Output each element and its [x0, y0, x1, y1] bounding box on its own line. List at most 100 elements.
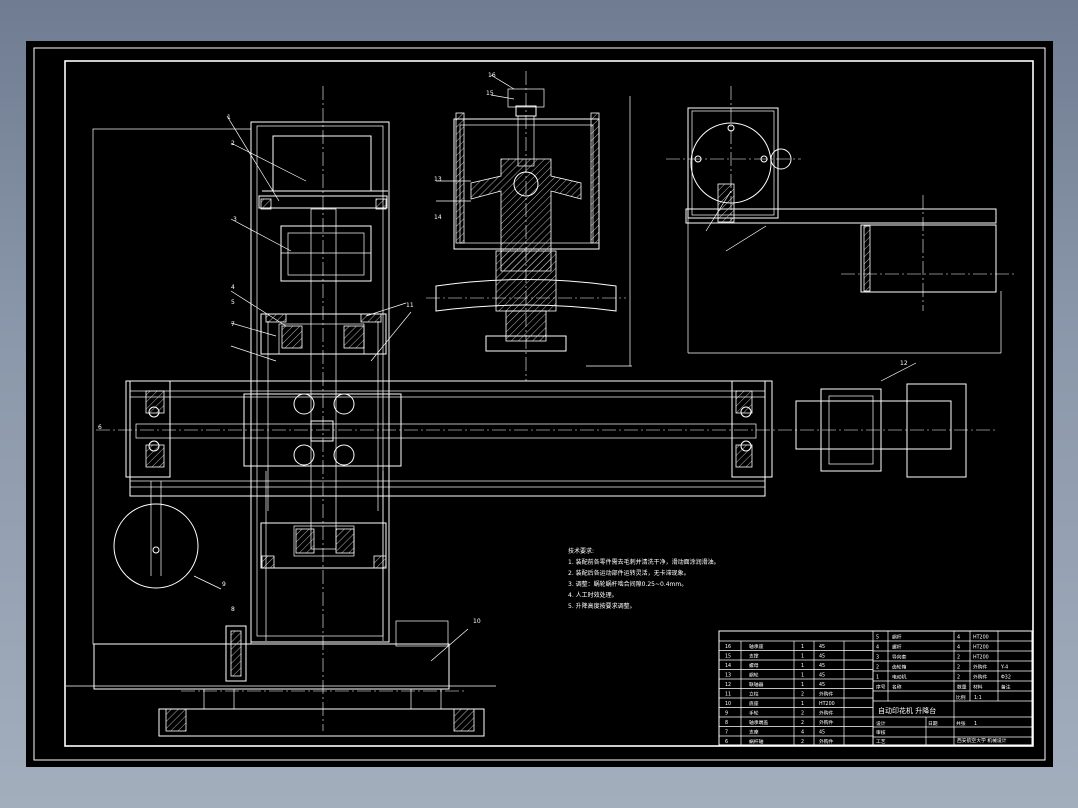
top-motor	[272, 135, 372, 192]
bom-cell-mat: HT200	[973, 635, 989, 641]
bom-cell-qty: 1	[801, 682, 804, 688]
school-name: 西安航空大学 机械设计	[957, 737, 1007, 744]
part-labels: 1 2 3 4 5 6 7 8 9 10 11 12 13 14 15 16	[98, 72, 908, 625]
bom-cell-qty: 4	[957, 635, 960, 641]
bom-cell-mat: HT200	[973, 655, 989, 661]
bom-cell-no: 3	[876, 655, 879, 661]
signature-label: 审核	[876, 729, 886, 736]
part-label: 16	[488, 72, 496, 79]
part-label: 9	[222, 581, 226, 588]
bom-cell-no: 15	[725, 654, 731, 660]
bom-cell-no: 7	[725, 730, 728, 736]
bom-cell-name: 螺杆	[892, 644, 902, 651]
bom-cell-name: 手轮	[749, 710, 759, 717]
bom-cell-name: 立柱	[749, 691, 759, 698]
part-label: 4	[231, 284, 235, 291]
bom-cell-mat: 45	[819, 644, 825, 650]
part-label: 14	[434, 214, 442, 221]
bom-cell-name: 电动机	[892, 674, 907, 681]
bom-cell-note: Φ32	[1001, 675, 1011, 681]
bom-cell-no: 13	[725, 673, 731, 679]
technical-notes: 技术要求: 1. 装配前各零件需去毛刺并清洗干净，滑动面涂润滑油。 2. 装配后…	[568, 547, 720, 610]
bom-cell-qty: 2	[957, 675, 960, 681]
part-label: 11	[406, 302, 414, 309]
bom-cell-name: 蜗杆轴	[749, 738, 764, 745]
bom-cell-name: 蜗轮	[749, 672, 759, 679]
bom-cell-qty: 2	[957, 655, 960, 661]
right-motor	[906, 383, 967, 478]
bom-cell-no: 16	[725, 644, 731, 650]
section-view	[426, 71, 632, 381]
right-coupling	[820, 388, 882, 472]
bom-cell-mat: HT200	[973, 645, 989, 651]
bom-cell-name: 轴承座	[749, 643, 764, 650]
sheet-label: 共张	[956, 720, 966, 727]
bom-cell-qty: 1	[801, 701, 804, 707]
part-label: 5	[231, 299, 235, 306]
part-label: 3	[233, 216, 237, 223]
note-line: 3. 调整：蜗轮蜗杆啮合间隙0.25~0.4mm。	[568, 580, 687, 588]
base-plate	[158, 708, 485, 737]
gear-box	[243, 393, 402, 467]
date-label: 日期	[928, 721, 938, 727]
coupling	[280, 225, 372, 282]
bom-cell-no: 12	[725, 682, 731, 688]
bom-cell-name: 蜗杆	[892, 634, 902, 641]
bom-cell-no: 11	[725, 692, 731, 698]
bom-cell-mat: 外购件	[819, 691, 834, 698]
bom-header-cell: 序号	[876, 684, 886, 691]
outer-border	[33, 47, 1046, 761]
scale-label: 比例	[956, 694, 966, 701]
bom-cell-qty: 1	[801, 654, 804, 660]
part-label: 12	[900, 360, 908, 367]
bom-cell-no: 10	[725, 701, 731, 707]
hand-wheel	[113, 503, 199, 589]
bom-cell-name: 导向套	[892, 654, 907, 661]
signature-label: 设计	[876, 720, 886, 727]
bom-header-cell: 名称	[892, 684, 902, 691]
bom-cell-mat: HT200	[819, 701, 835, 707]
bom-header: 序号名称数量材料备注	[876, 684, 1011, 691]
scale-value: 1:1	[974, 695, 982, 701]
note-line: 5. 升降高度按要求调整。	[568, 602, 636, 610]
bom-cell-no: 6	[725, 739, 728, 745]
part-label: 7	[231, 321, 235, 328]
bom-cell-mat: 外购件	[973, 674, 988, 681]
bom-cell-mat: 45	[819, 682, 825, 688]
part-label: 6	[98, 424, 102, 431]
bom-cell-mat: 外购件	[819, 719, 834, 726]
bom-cell-qty: 2	[801, 692, 804, 698]
inner-border	[64, 60, 1034, 747]
bom-cell-name: 齿轮箱	[892, 664, 907, 671]
part-label: 15	[486, 90, 494, 97]
bom-cell-qty: 1	[801, 644, 804, 650]
part-label: 8	[231, 606, 235, 613]
bom-cell-no: 1	[876, 675, 879, 681]
bom-cell-name: 支撑	[749, 653, 759, 660]
bom-cell-qty: 4	[801, 730, 804, 736]
part-label: 1	[227, 114, 231, 121]
bom-cell-name: 联轴器	[749, 681, 764, 688]
front-view	[66, 86, 996, 737]
bom-cell-no: 9	[725, 711, 728, 717]
bom-cell-name: 螺母	[749, 662, 759, 669]
worm-gear-section	[470, 158, 582, 272]
side-motor	[860, 224, 997, 293]
bom-header-cell: 数量	[957, 684, 967, 691]
bom-cell-mat: 外购件	[973, 664, 988, 671]
drawing-sheet: 技术要求: 1. 装配前各零件需去毛刺并清洗干净，滑动面涂润滑油。 2. 装配后…	[26, 41, 1053, 767]
bom-cell-qty: 1	[801, 673, 804, 679]
bom-header-cell: 材料	[973, 684, 983, 691]
part-label: 13	[434, 176, 442, 183]
bom-cell-no: 2	[876, 665, 879, 671]
bom-cell-note: Y-4	[1000, 665, 1008, 671]
bom-cell-name: 支座	[749, 729, 759, 736]
note-line: 1. 装配前各零件需去毛刺并清洗干净，滑动面涂润滑油。	[568, 558, 720, 566]
bom-cell-name: 轴承端盖	[749, 719, 768, 726]
bom-cell-qty: 2	[957, 665, 960, 671]
bom-cell-no: 5	[876, 635, 879, 641]
main-beam	[129, 380, 766, 497]
title-block: 自动印花机 升降台 比例 1:1 共张 1 西安航空大学 机械设计 设计 审核 …	[718, 630, 1033, 746]
